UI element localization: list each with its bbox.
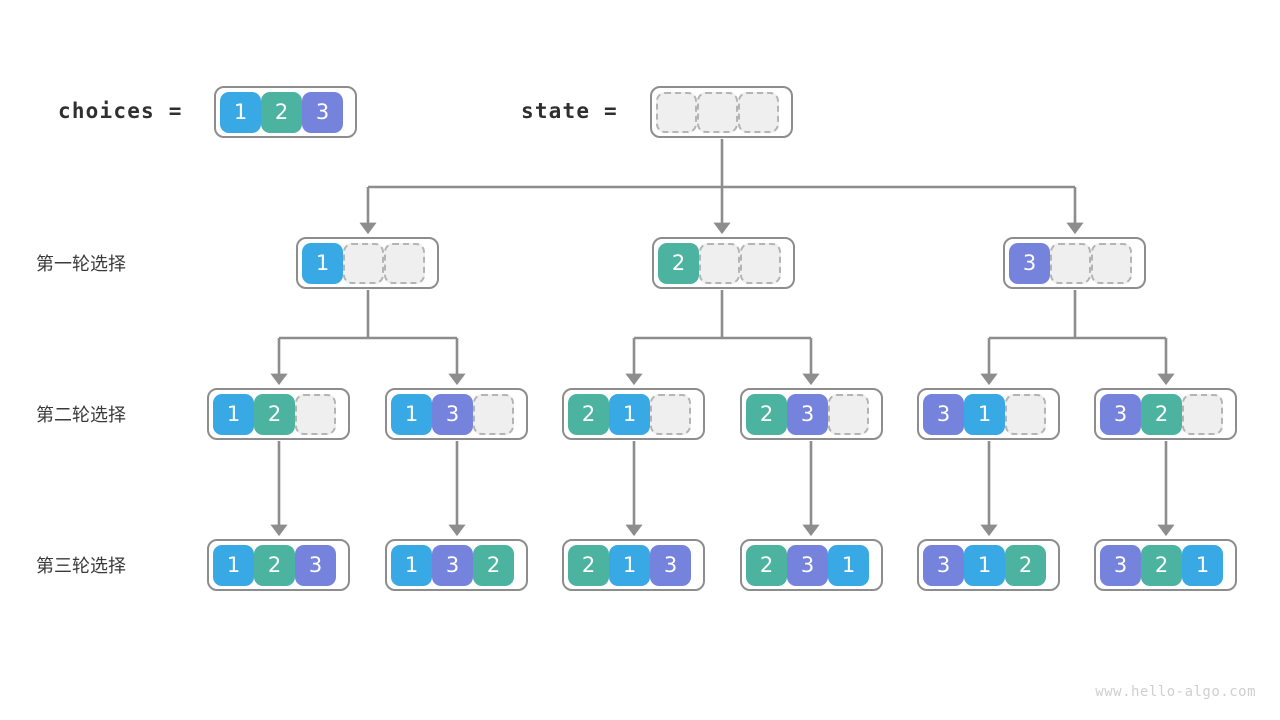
level2-node-5-cell-1: 2 xyxy=(1141,393,1182,435)
level2-node-0-cell-0: 1 xyxy=(213,393,254,435)
level3-node-2-cell-1: 1 xyxy=(609,544,650,586)
level1-node-1-cell-2 xyxy=(740,242,781,284)
level2-node-4-cell-0: 3 xyxy=(923,393,964,435)
level3-node-0: 1 2 3 xyxy=(207,539,350,591)
level1-node-1: 2 xyxy=(652,237,795,289)
row-label-round-1: 第一轮选择 xyxy=(36,254,126,275)
level3-node-3: 2 3 1 xyxy=(740,539,883,591)
state-label: state = xyxy=(521,99,618,123)
level3-node-5-cell-0: 3 xyxy=(1100,544,1141,586)
level3-node-3-cell-0: 2 xyxy=(746,544,787,586)
level3-node-5-cell-1: 2 xyxy=(1141,544,1182,586)
level3-node-2-cell-2: 3 xyxy=(650,544,691,586)
state-cell-2 xyxy=(738,91,779,133)
level1-node-0: 1 xyxy=(296,237,439,289)
level2-node-0-cell-1: 2 xyxy=(254,393,295,435)
level1-node-2-cell-1 xyxy=(1050,242,1091,284)
level2-node-2-cell-2 xyxy=(650,393,691,435)
level3-node-4-cell-0: 3 xyxy=(923,544,964,586)
level2-node-4-cell-1: 1 xyxy=(964,393,1005,435)
level3-node-1-cell-0: 1 xyxy=(391,544,432,586)
choices-label: choices = xyxy=(58,99,183,123)
level1-node-0-cell-2 xyxy=(384,242,425,284)
level2-node-4-cell-2 xyxy=(1005,393,1046,435)
level3-node-3-cell-2: 1 xyxy=(828,544,869,586)
level3-node-0-cell-2: 3 xyxy=(295,544,336,586)
level1-node-2-cell-2 xyxy=(1091,242,1132,284)
level3-node-4-cell-2: 2 xyxy=(1005,544,1046,586)
level2-node-3-cell-0: 2 xyxy=(746,393,787,435)
level1-node-0-cell-0: 1 xyxy=(302,242,343,284)
level2-node-5-cell-0: 3 xyxy=(1100,393,1141,435)
choices-array: 1 2 3 xyxy=(214,86,357,138)
level2-node-3-cell-2 xyxy=(828,393,869,435)
level2-node-1-cell-0: 1 xyxy=(391,393,432,435)
level1-node-0-cell-1 xyxy=(343,242,384,284)
choices-cell-0: 1 xyxy=(220,91,261,133)
level3-node-1: 1 3 2 xyxy=(385,539,528,591)
level2-node-1-cell-1: 3 xyxy=(432,393,473,435)
choices-cell-2: 3 xyxy=(302,91,343,133)
level1-node-1-cell-0: 2 xyxy=(658,242,699,284)
state-array xyxy=(650,86,793,138)
level2-node-5: 3 2 xyxy=(1094,388,1237,440)
level1-node-2-cell-0: 3 xyxy=(1009,242,1050,284)
level2-node-1: 1 3 xyxy=(385,388,528,440)
state-cell-0 xyxy=(656,91,697,133)
level1-node-1-cell-1 xyxy=(699,242,740,284)
level3-node-5-cell-2: 1 xyxy=(1182,544,1223,586)
row-label-round-2: 第二轮选择 xyxy=(36,405,126,426)
level2-node-2-cell-1: 1 xyxy=(609,393,650,435)
level2-node-3: 2 3 xyxy=(740,388,883,440)
level2-node-0: 1 2 xyxy=(207,388,350,440)
level2-node-0-cell-2 xyxy=(295,393,336,435)
state-cell-1 xyxy=(697,91,738,133)
level1-node-2: 3 xyxy=(1003,237,1146,289)
watermark: www.hello-algo.com xyxy=(1095,684,1256,700)
level2-node-3-cell-1: 3 xyxy=(787,393,828,435)
level3-node-2-cell-0: 2 xyxy=(568,544,609,586)
level3-node-1-cell-1: 3 xyxy=(432,544,473,586)
level2-node-1-cell-2 xyxy=(473,393,514,435)
level2-node-4: 3 1 xyxy=(917,388,1060,440)
level2-node-2-cell-0: 2 xyxy=(568,393,609,435)
level2-node-2: 2 1 xyxy=(562,388,705,440)
level3-node-4: 3 1 2 xyxy=(917,539,1060,591)
level2-node-5-cell-2 xyxy=(1182,393,1223,435)
level3-node-0-cell-1: 2 xyxy=(254,544,295,586)
choices-cell-1: 2 xyxy=(261,91,302,133)
level3-node-2: 2 1 3 xyxy=(562,539,705,591)
level3-node-0-cell-0: 1 xyxy=(213,544,254,586)
row-label-round-3: 第三轮选择 xyxy=(36,556,126,577)
level3-node-5: 3 2 1 xyxy=(1094,539,1237,591)
level3-node-4-cell-1: 1 xyxy=(964,544,1005,586)
level3-node-3-cell-1: 3 xyxy=(787,544,828,586)
level3-node-1-cell-2: 2 xyxy=(473,544,514,586)
